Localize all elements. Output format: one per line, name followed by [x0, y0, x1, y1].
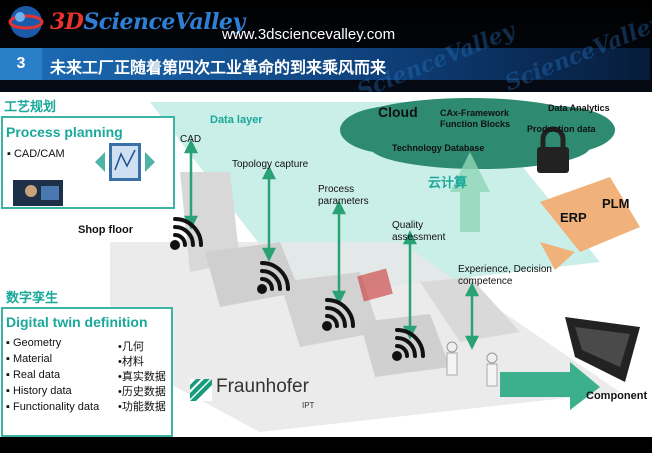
factory-diagram: Data layer CAD Topology capture Process …: [0, 92, 652, 437]
logo-text: 3DScienceValley: [50, 9, 245, 35]
list-item: •几何: [118, 341, 144, 353]
cloud-zh-label: 云计算: [428, 175, 468, 190]
cax-label: Function Blocks: [440, 119, 511, 129]
digital-twin-title: Digital twin definition: [6, 314, 148, 330]
diagram-graphics: [110, 98, 640, 432]
erp-arrow: [540, 242, 575, 270]
list-item: •材料: [118, 356, 144, 368]
topology-label: Topology capture: [232, 159, 309, 170]
plm-label: PLM: [602, 196, 630, 211]
wifi-icon: [257, 261, 290, 294]
data-analytics-label: Data Analytics: [548, 103, 610, 113]
machine-frame: [180, 172, 240, 272]
experience-label: competence: [458, 276, 513, 287]
digital-twin-zh: 数字孪生: [6, 290, 59, 305]
process-planning-box: Process planning ▪ CAD/CAM: [1, 116, 175, 209]
worker-figure: [486, 352, 498, 387]
shop-floor-label: Shop floor: [78, 224, 133, 236]
twin-items-zh: •几何 •材料 •真实数据 •历史数据 •功能数据: [118, 340, 166, 415]
wifi-icon: [392, 328, 425, 361]
wifi-icon: [170, 217, 203, 250]
experience-label: Experience, Decision: [458, 264, 552, 275]
twin-items: ▪ Geometry ▪ Material ▪ Real data ▪ Hist…: [6, 335, 99, 415]
site-url[interactable]: www.3dsciencevalley.com: [222, 26, 396, 43]
data-arrows: [183, 139, 480, 350]
machine-unit: [360, 314, 450, 377]
list-item: ▪ Functionality data: [6, 401, 100, 413]
erp-plm-box: [540, 177, 640, 252]
erp-label: ERP: [560, 210, 587, 225]
lock-icon: [537, 126, 569, 173]
process-planning-zh: 工艺规划: [4, 99, 57, 114]
component-label: Component: [586, 390, 648, 402]
fraunhofer-mark-icon: [190, 379, 212, 401]
worker-figure: [446, 341, 458, 376]
quality-label: Quality: [392, 220, 424, 231]
list-item: •历史数据: [118, 386, 166, 398]
data-layer-label: Data layer: [210, 114, 263, 126]
list-item: •真实数据: [118, 371, 166, 383]
component-arrow: [500, 362, 600, 410]
process-planning-title: Process planning: [6, 124, 123, 140]
process-items: ▪ CAD/CAM: [7, 146, 65, 162]
digital-twin-box: Digital twin definition: [1, 307, 173, 437]
list-item: ▪ CAD/CAM: [7, 148, 65, 160]
fraunhofer-sub: IPT: [302, 401, 315, 410]
list-item: ▪ Geometry: [6, 337, 62, 349]
process-parameters-label: Process: [318, 184, 355, 195]
footer-band: [0, 437, 652, 453]
process-parameters-label: parameters: [318, 196, 369, 207]
title-bar: [0, 48, 650, 80]
engineer-photo: [13, 180, 63, 206]
cloud-down-arrow: [450, 152, 490, 232]
machine-unit: [205, 242, 300, 307]
fraunhofer-name: Fraunhofer: [216, 376, 309, 397]
slide-number: 3: [0, 48, 42, 80]
list-item: •功能数据: [118, 401, 166, 413]
cloud-title: Cloud: [378, 104, 418, 120]
machine-unit: [420, 277, 520, 342]
cax-label: CAx-Framework: [440, 108, 510, 118]
cad-screen-image: [95, 143, 155, 181]
wifi-icon: [322, 298, 355, 331]
robot-arm: [357, 268, 393, 302]
page-title: 未来工厂正随着第四次工业革命的到来乘风而来: [50, 60, 387, 77]
list-item: ▪ Real data: [6, 369, 61, 381]
list-item: ▪ Material: [6, 353, 53, 365]
technology-database-label: Technology Database: [392, 143, 485, 153]
cad-label: CAD: [180, 134, 202, 145]
list-item: ▪ History data: [6, 385, 72, 397]
logo: 3DScienceValley: [6, 3, 245, 41]
quality-label: assessment: [392, 232, 446, 243]
globe-logo-icon: [8, 6, 44, 38]
production-data-label: Production data: [527, 124, 596, 134]
